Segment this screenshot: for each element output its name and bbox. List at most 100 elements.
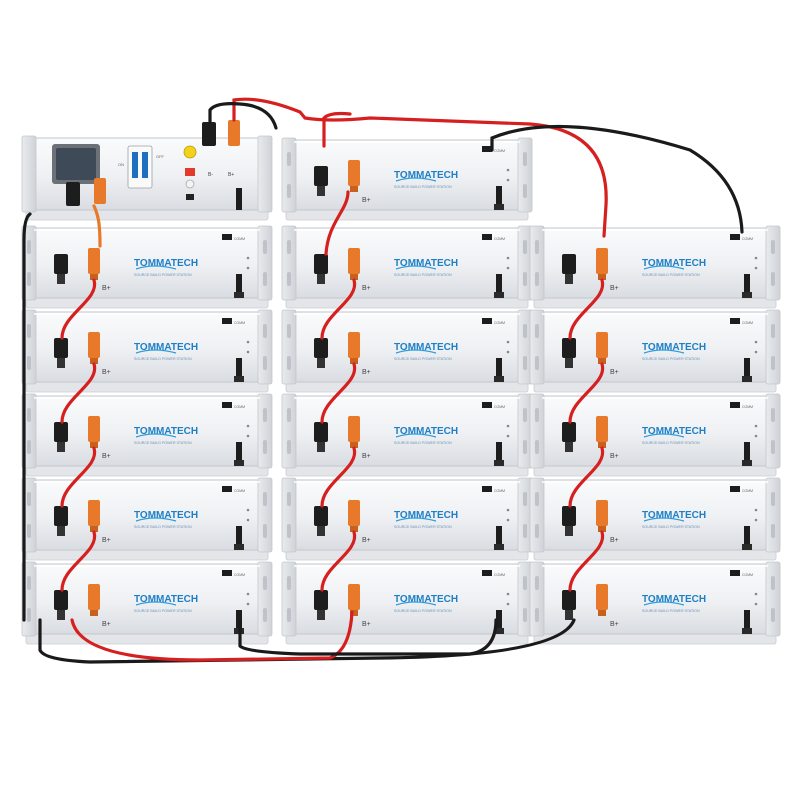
brand-logo-text: TOMMATECH	[394, 510, 458, 521]
brand-swoosh	[643, 349, 685, 354]
stud	[246, 434, 250, 438]
comm-label: COMM	[234, 489, 245, 493]
positive-connector-tail	[350, 274, 358, 280]
ear-slot	[263, 440, 267, 454]
rack-ear-right	[765, 477, 781, 553]
brand-swoosh	[643, 517, 685, 522]
positive-connector-tail	[598, 274, 606, 280]
brand-name-part1: TOMMA	[394, 426, 431, 437]
ear-slot	[523, 184, 527, 198]
ear-slot	[27, 240, 31, 254]
stud	[246, 350, 250, 354]
brand-name-part2: TECH	[679, 258, 706, 269]
negative-connector-tail	[565, 610, 573, 620]
brand-name-part1: TOMMA	[134, 342, 171, 353]
series-jumper-cable	[320, 446, 357, 508]
stud	[754, 340, 758, 344]
brand-swoosh	[395, 349, 437, 354]
negative-connector	[314, 166, 328, 186]
ear-slot	[535, 440, 539, 454]
positive-connector	[348, 332, 360, 358]
ear-slot	[771, 240, 775, 254]
brand-swoosh	[135, 601, 177, 606]
comm-port	[730, 570, 740, 576]
comm-plug	[494, 544, 504, 550]
comm-cable	[744, 526, 750, 548]
brand-tagline: SOURCE BUILD POWER STATION	[394, 441, 452, 445]
brand-swoosh	[135, 349, 177, 354]
brand-name-part1: TOMMA	[394, 170, 431, 181]
brand-swoosh	[643, 433, 685, 438]
ear-slot	[287, 324, 291, 338]
ear-slot	[523, 524, 527, 538]
stud	[506, 266, 510, 270]
negative-connector-tail	[57, 610, 65, 620]
series-jumper-cable	[568, 278, 605, 340]
brand-tagline: SOURCE BUILD POWER STATION	[642, 609, 700, 613]
brand-logo-text: TOMMATECH	[642, 258, 706, 269]
comm-label: COMM	[742, 237, 753, 241]
positive-connector	[596, 500, 608, 526]
positive-connector	[88, 416, 100, 442]
stud	[754, 518, 758, 522]
positive-connector	[596, 332, 608, 358]
terminal-label: B+	[610, 453, 619, 460]
negative-connector-tail	[317, 610, 325, 620]
stud	[246, 602, 250, 606]
breaker-switch	[127, 145, 153, 189]
rack-ear-left	[529, 393, 545, 469]
positive-connector	[348, 248, 360, 274]
positive-connector	[348, 160, 360, 186]
positive-connector	[596, 248, 608, 274]
ear-slot	[287, 492, 291, 506]
comm-cable	[496, 526, 502, 548]
positive-connector	[94, 178, 106, 204]
comm-cable	[496, 186, 502, 208]
positive-connector	[88, 332, 100, 358]
positive-connector-tail	[90, 610, 98, 616]
series-jumper-cable	[568, 362, 605, 424]
alarm-button	[185, 168, 195, 176]
ear-slot	[523, 272, 527, 286]
stud	[754, 602, 758, 606]
terminal-label: B+	[102, 537, 111, 544]
rack-ear-right	[765, 561, 781, 637]
ear-slot	[287, 524, 291, 538]
brand-tagline: SOURCE BUILD POWER STATION	[134, 441, 192, 445]
comm-plug	[494, 460, 504, 466]
ear-slot	[771, 408, 775, 422]
brand-name-part2: TECH	[171, 258, 198, 269]
terminal-label: B+	[102, 621, 111, 628]
comm-label: COMM	[494, 321, 505, 325]
negative-connector-tail	[317, 526, 325, 536]
comm-plug	[742, 628, 752, 634]
positive-connector-tail	[598, 526, 606, 532]
comm-cable	[236, 358, 242, 380]
comm-plug	[742, 460, 752, 466]
stud	[506, 424, 510, 428]
stud	[506, 256, 510, 260]
ear-slot	[535, 324, 539, 338]
comm-cable	[744, 358, 750, 380]
comm-label: COMM	[494, 573, 505, 577]
brand-logo-text: TOMMATECH	[134, 426, 198, 437]
ear-slot	[263, 524, 267, 538]
ear-slot	[263, 492, 267, 506]
stud	[506, 350, 510, 354]
negative-main-cable	[490, 124, 744, 234]
comm-port	[222, 486, 232, 492]
rack-ear-right	[257, 477, 273, 553]
stud	[246, 508, 250, 512]
ear-slot	[287, 240, 291, 254]
comm-label: COMM	[494, 149, 505, 153]
positive-connector-tail	[598, 358, 606, 364]
comm-port	[482, 146, 492, 152]
terminal-label: B+	[610, 537, 619, 544]
ear-slot	[287, 440, 291, 454]
